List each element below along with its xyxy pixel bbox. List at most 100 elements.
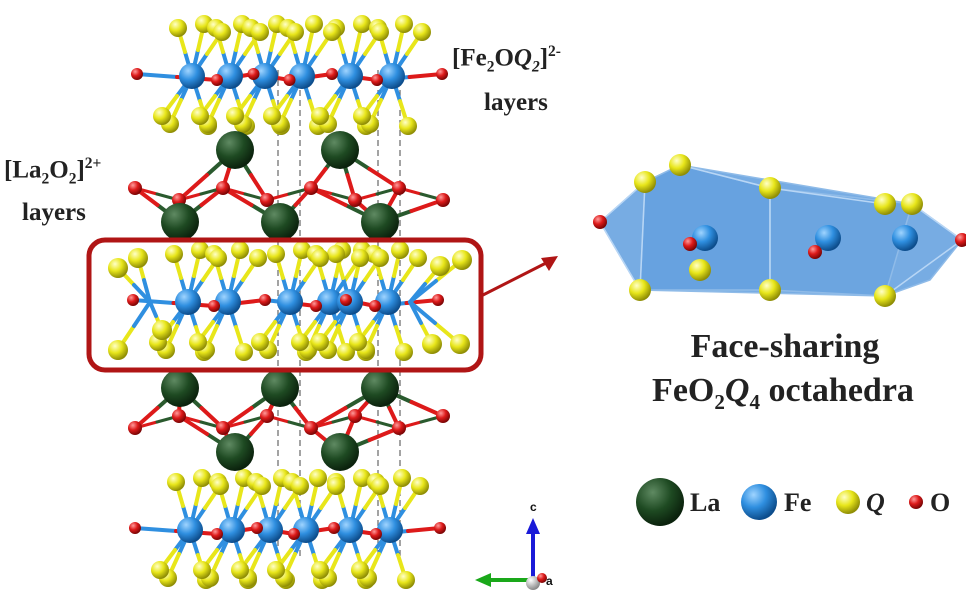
o-atom <box>392 181 406 195</box>
fe-atom <box>377 517 403 543</box>
q-atom <box>452 250 472 270</box>
la-atom <box>216 433 254 471</box>
inset-q-atom <box>634 171 656 193</box>
q-atom <box>430 256 450 276</box>
o-atom <box>128 181 142 195</box>
o-atom <box>260 409 274 423</box>
legend-la-swatch <box>636 478 684 526</box>
legend-q-label: Q <box>866 488 885 517</box>
inset-q-atom <box>689 259 711 281</box>
q-atom <box>371 23 389 41</box>
fe-atom <box>219 517 245 543</box>
o-atom <box>348 193 362 207</box>
fe-atom <box>337 63 363 89</box>
bond <box>132 300 152 328</box>
o-atom <box>369 300 381 312</box>
inset-q-atom <box>874 285 896 307</box>
o-atom <box>211 528 223 540</box>
q-atom <box>191 107 209 125</box>
bond <box>133 526 178 533</box>
q-atom <box>371 477 389 495</box>
q-atom <box>249 249 267 267</box>
inset-title-line2: FeO2Q4 octahedra <box>652 372 914 414</box>
fe-atom <box>175 289 201 315</box>
inset-q-atom <box>629 279 651 301</box>
fe-atom <box>277 289 303 315</box>
q-atom <box>353 107 371 125</box>
q-atom <box>309 469 327 487</box>
q-atom <box>395 15 413 33</box>
bond <box>148 300 158 318</box>
q-atom <box>291 477 309 495</box>
q-atom <box>108 340 128 360</box>
q-atom <box>193 469 211 487</box>
q-atom <box>413 23 431 41</box>
fe-atom <box>317 289 343 315</box>
pointer-arrow <box>480 256 558 298</box>
la-atom <box>161 369 199 407</box>
q-atom <box>193 561 211 579</box>
q-atom <box>169 19 187 37</box>
q-atom <box>323 23 341 41</box>
la-atom <box>321 433 359 471</box>
fe-atom <box>177 517 203 543</box>
q-atom <box>153 107 171 125</box>
fe-atom <box>179 63 205 89</box>
fe-atom <box>252 63 278 89</box>
o-atom <box>129 522 141 534</box>
inset-title-line1: Face-sharing <box>690 328 880 365</box>
octahedron-edge <box>884 239 963 297</box>
inset-o-atom <box>808 245 822 259</box>
q-atom <box>253 477 271 495</box>
o-atom <box>251 522 263 534</box>
q-atom <box>450 334 470 354</box>
q-atom <box>422 334 442 354</box>
q-atom <box>267 245 285 263</box>
q-atom <box>399 117 417 135</box>
q-atom <box>371 249 389 267</box>
la-atom <box>321 131 359 169</box>
fe-layer-formula: [Fe2OQ2]2- <box>452 43 561 76</box>
o-atom <box>211 74 223 86</box>
o-atom <box>326 68 338 80</box>
q-atom <box>235 343 253 361</box>
o-atom <box>310 300 322 312</box>
inset-o-atom <box>593 215 607 229</box>
inset-q-atom <box>669 154 691 176</box>
q-atom <box>411 477 429 495</box>
o-atom <box>131 68 143 80</box>
q-atom <box>391 241 409 259</box>
o-atom <box>432 294 444 306</box>
atoms <box>108 15 472 589</box>
o-atom <box>304 421 318 435</box>
q-atom <box>151 561 169 579</box>
octahedron-edge <box>769 187 886 205</box>
q-atom <box>409 249 427 267</box>
o-atom <box>371 74 383 86</box>
bond <box>131 298 176 305</box>
o-atom <box>348 409 362 423</box>
q-atom <box>353 15 371 33</box>
q-atom <box>311 249 329 267</box>
o-atom <box>259 294 271 306</box>
bond <box>408 279 438 304</box>
o-atom <box>392 421 406 435</box>
o-atom <box>328 522 340 534</box>
o-atom <box>436 193 450 207</box>
highlight-box <box>86 237 484 373</box>
q-atom <box>397 571 415 589</box>
q-atom <box>311 107 329 125</box>
q-atom <box>305 15 323 33</box>
q-atom <box>191 241 209 259</box>
o-atom <box>434 522 446 534</box>
legend-fe-swatch <box>741 484 777 520</box>
q-atom <box>226 107 244 125</box>
fe-atom <box>293 517 319 543</box>
inset-o-atom <box>955 233 966 247</box>
fe-atom <box>379 63 405 89</box>
la-layer-formula: [La2O2]2+ <box>4 155 102 188</box>
octahedron-edge <box>679 164 771 189</box>
q-atom <box>327 477 345 495</box>
o-atom <box>304 181 318 195</box>
octahedra-inset <box>593 154 966 307</box>
